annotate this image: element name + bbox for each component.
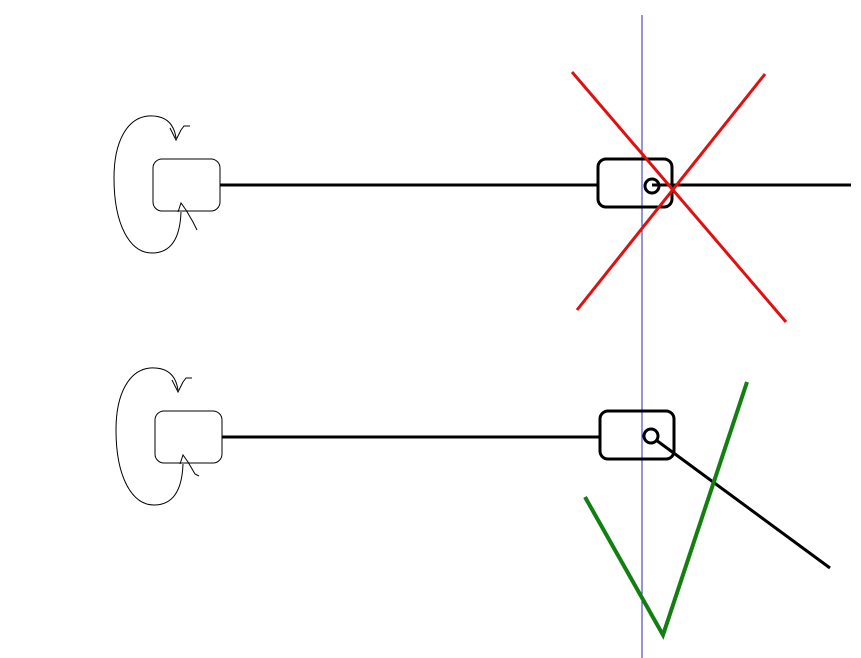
bottom-pivot-circle <box>642 427 660 445</box>
top-loop-arrowhead-icon <box>169 125 190 142</box>
top-right-node <box>596 157 674 209</box>
top-loop-arrow-icon <box>113 115 182 254</box>
green-check-mark-icon <box>583 381 749 640</box>
bottom-outgoing-line <box>655 438 831 570</box>
top-left-box <box>152 158 221 212</box>
bottom-loop-tail-icon <box>179 453 200 477</box>
bottom-loop-arrowhead-icon <box>171 377 192 394</box>
bottom-right-node <box>598 409 676 461</box>
red-x-mark-icon <box>570 71 788 323</box>
bottom-left-box <box>154 410 223 464</box>
bottom-loop-arrow-icon <box>115 367 184 506</box>
top-left-node <box>113 115 221 254</box>
bottom-right-box <box>598 409 676 461</box>
top-loop-tail-icon <box>177 201 198 231</box>
bottom-example <box>115 367 831 640</box>
top-example <box>113 71 851 323</box>
top-right-box <box>596 157 674 209</box>
bottom-left-node <box>115 367 223 506</box>
